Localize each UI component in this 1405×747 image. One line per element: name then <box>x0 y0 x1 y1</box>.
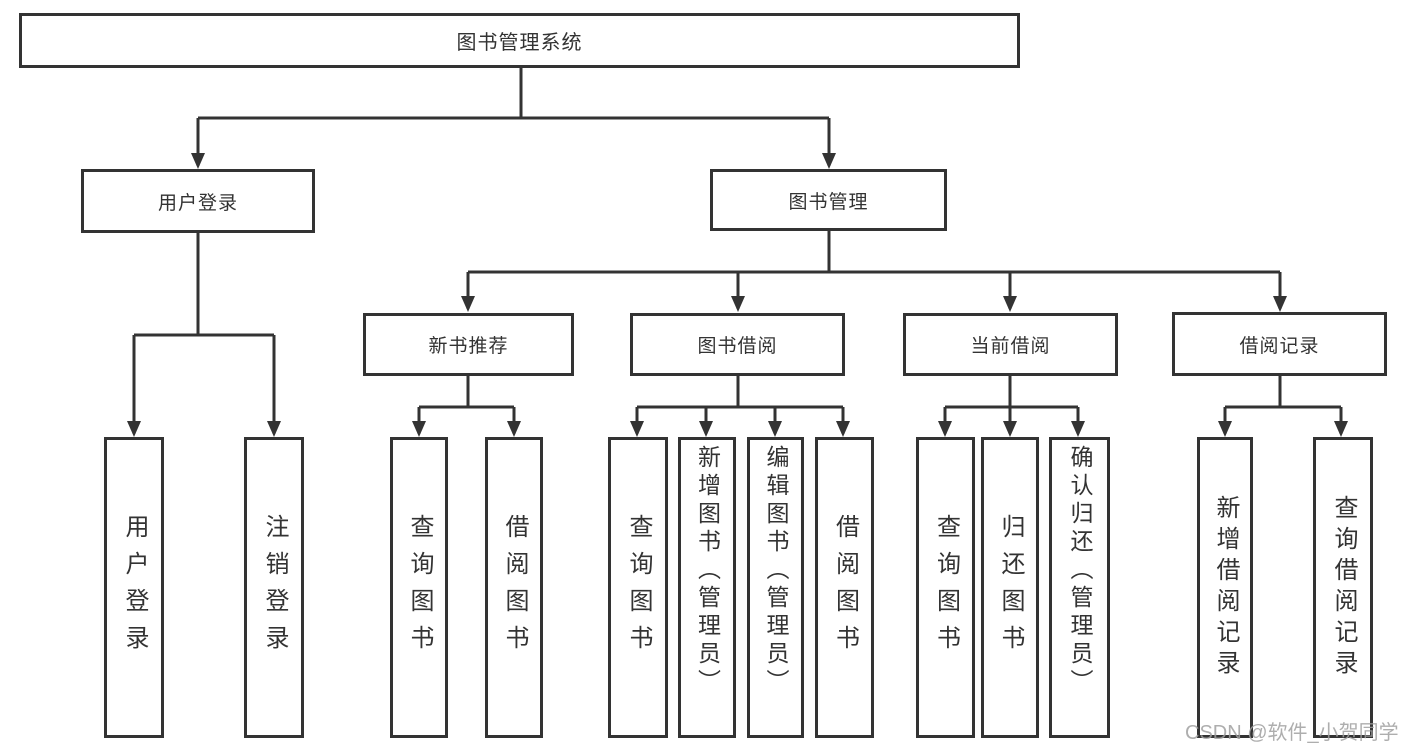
node-book-management-label: 图书管理 <box>788 191 869 213</box>
node-current-borrowing: 当前借阅 <box>903 313 1118 376</box>
leaf-edit-books-admin: 编辑图书（管理员） <box>747 437 804 738</box>
watermark: CSDN @软件_小贺同学 <box>1185 722 1399 744</box>
leaf-confirm-return-admin-label: 确认归还（管理员） <box>1067 445 1093 697</box>
leaf-borrowing-query-books-label: 查询图书 <box>625 513 652 662</box>
leaf-logout: 注销登录 <box>244 437 304 738</box>
leaf-confirm-return-admin: 确认归还（管理员） <box>1049 437 1110 738</box>
leaf-borrowing-query-books: 查询图书 <box>608 437 668 738</box>
leaf-user-login: 用户登录 <box>104 437 164 738</box>
leaf-return-books: 归还图书 <box>981 437 1039 738</box>
leaf-return-books-label: 归还图书 <box>997 513 1024 662</box>
node-root-label: 图书管理系统 <box>456 32 583 54</box>
leaf-query-borrow-record: 查询借阅记录 <box>1313 437 1373 738</box>
node-borrowing-records: 借阅记录 <box>1172 312 1387 376</box>
node-new-book-recommend: 新书推荐 <box>363 313 574 376</box>
leaf-current-query-books: 查询图书 <box>916 437 975 738</box>
node-new-book-recommend-label: 新书推荐 <box>428 336 509 357</box>
node-borrowing-records-label: 借阅记录 <box>1239 335 1320 357</box>
leaf-edit-books-admin-label: 编辑图书（管理员） <box>763 445 789 697</box>
leaf-add-borrow-record-label: 新增借阅记录 <box>1212 494 1239 681</box>
leaf-recommend-borrow-books-label: 借阅图书 <box>501 513 528 662</box>
node-current-borrowing-label: 当前借阅 <box>970 336 1051 357</box>
node-book-borrowing: 图书借阅 <box>630 313 845 376</box>
node-book-management: 图书管理 <box>710 169 947 231</box>
leaf-add-borrow-record: 新增借阅记录 <box>1197 437 1253 738</box>
leaf-recommend-borrow-books: 借阅图书 <box>485 437 543 738</box>
node-book-borrowing-label: 图书借阅 <box>697 336 778 357</box>
leaf-add-books-admin: 新增图书（管理员） <box>678 437 736 738</box>
leaf-borrow-books: 借阅图书 <box>815 437 874 738</box>
leaf-recommend-query-books: 查询图书 <box>390 437 448 738</box>
node-user-login-label: 用户登录 <box>157 192 238 214</box>
node-user-login: 用户登录 <box>81 169 315 233</box>
node-root: 图书管理系统 <box>19 13 1020 68</box>
leaf-user-login-label: 用户登录 <box>121 513 148 662</box>
leaf-query-borrow-record-label: 查询借阅记录 <box>1330 494 1357 681</box>
leaf-borrow-books-label: 借阅图书 <box>831 513 859 662</box>
leaf-add-books-admin-label: 新增图书（管理员） <box>694 445 721 697</box>
leaf-current-query-books-label: 查询图书 <box>932 513 960 662</box>
leaf-recommend-query-books-label: 查询图书 <box>406 513 433 662</box>
leaf-logout-label: 注销登录 <box>261 513 288 662</box>
